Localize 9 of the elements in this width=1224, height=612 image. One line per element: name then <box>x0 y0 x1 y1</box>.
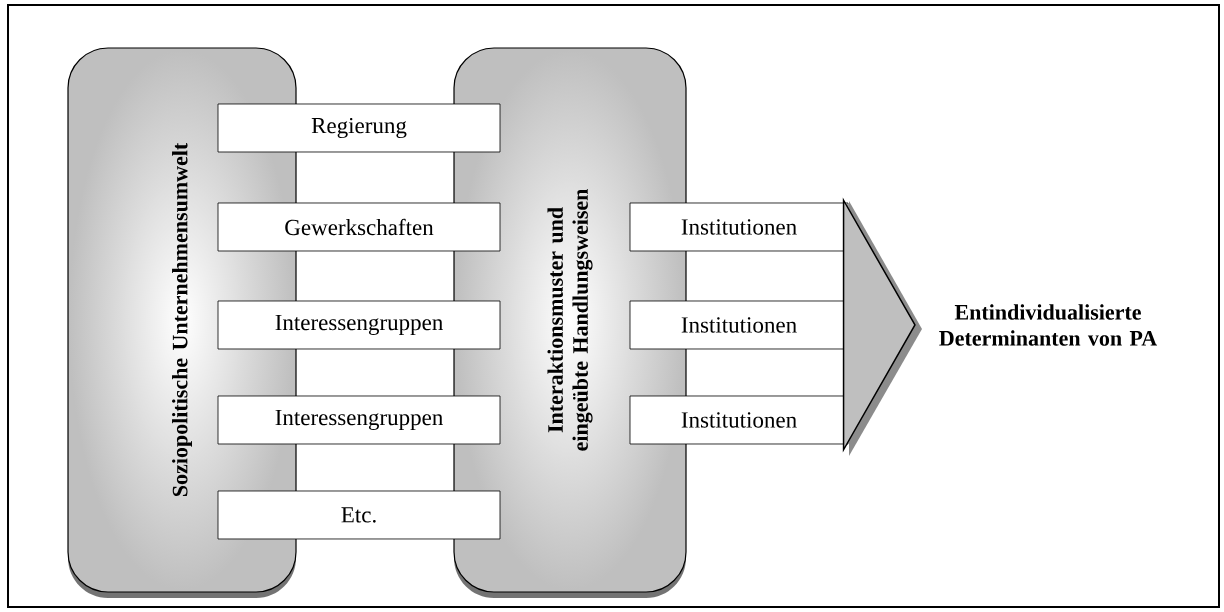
text-box: Institutionen <box>629 395 849 445</box>
text-box: Institutionen <box>629 300 849 350</box>
text-box: Gewerkschaften <box>217 202 501 252</box>
text-box: Etc. <box>217 490 501 540</box>
text-box: Interessengruppen <box>217 395 501 445</box>
text-box: Regierung <box>217 103 501 153</box>
text-box: Interessengruppen <box>217 300 501 350</box>
result-text: Entindividualisierte Determinanten von PA <box>939 304 1158 346</box>
text-box: Institutionen <box>629 202 849 252</box>
